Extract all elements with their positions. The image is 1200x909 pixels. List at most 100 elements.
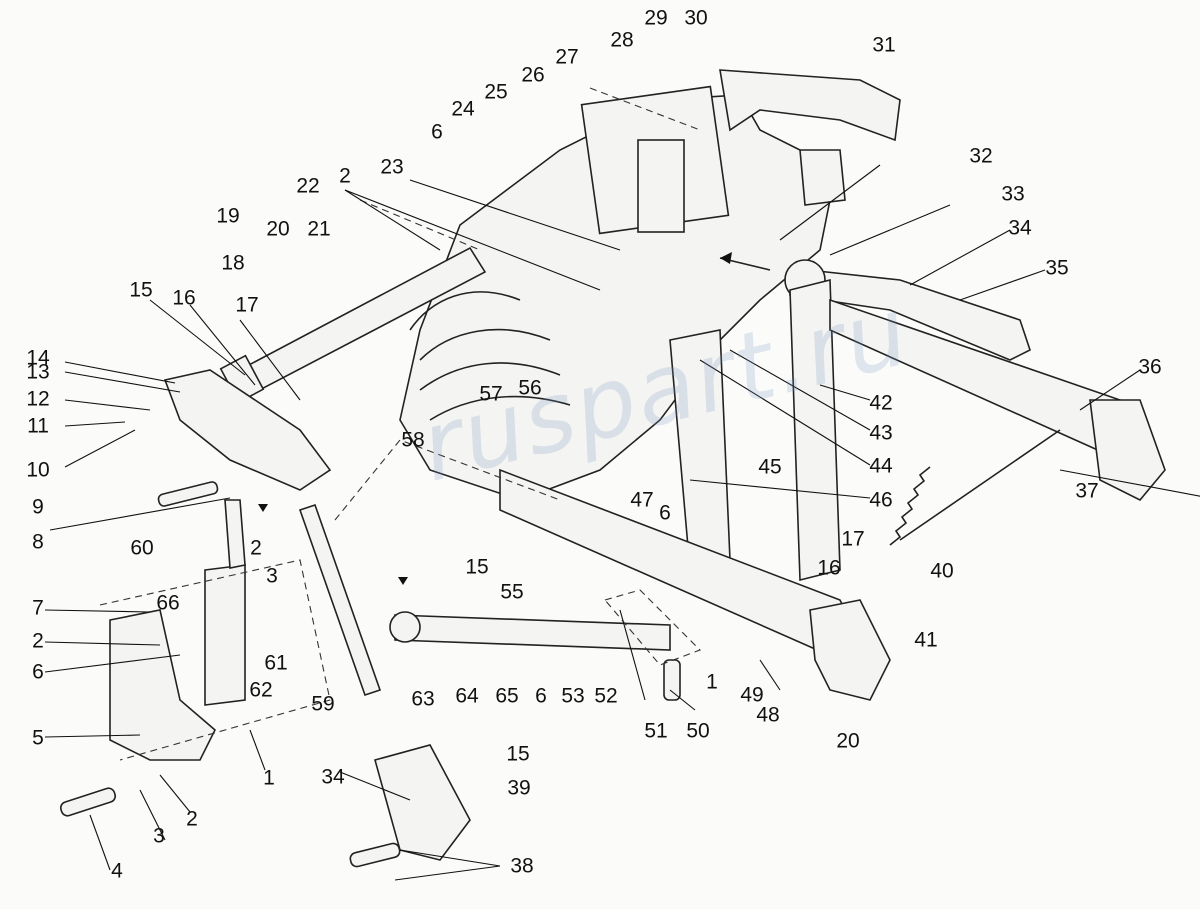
callout-l34b: 34: [321, 765, 345, 789]
callout-l48: 48: [756, 703, 780, 727]
callout-l56: 56: [518, 376, 542, 400]
pin-38: [349, 842, 401, 868]
callout-l6b: 6: [659, 501, 671, 525]
hook-end-right: [1089, 399, 1166, 501]
callout-l7: 7: [32, 596, 44, 620]
perforated-rail: [789, 278, 841, 582]
callout-l34a: 34: [1008, 216, 1032, 240]
callout-l6c: 6: [32, 660, 44, 684]
callout-l19: 19: [216, 204, 240, 228]
callout-l26: 26: [521, 63, 545, 87]
callout-l50: 50: [686, 719, 710, 743]
callout-l1a: 1: [706, 670, 718, 694]
callout-l3b: 3: [153, 824, 165, 848]
callout-l6d: 6: [535, 684, 547, 708]
callout-l64: 64: [455, 684, 479, 708]
callout-l32: 32: [969, 144, 993, 168]
callout-l2a: 2: [339, 164, 351, 188]
callout-l29: 29: [644, 6, 668, 30]
arrow-up-64: [398, 577, 408, 585]
callout-l17a: 17: [235, 293, 259, 317]
callout-l51: 51: [644, 719, 668, 743]
callout-l30: 30: [684, 6, 708, 30]
stabilizer-rod: [899, 429, 1061, 541]
callout-l61: 61: [264, 651, 288, 675]
callout-l20: 20: [266, 217, 290, 241]
callout-l35: 35: [1045, 256, 1069, 280]
callout-l39: 39: [507, 776, 531, 800]
callout-l8: 8: [32, 530, 44, 554]
callout-l10: 10: [26, 458, 50, 482]
link-eye: [389, 611, 421, 643]
pin-4: [59, 787, 117, 817]
callout-l55: 55: [500, 580, 524, 604]
callout-l2b: 2: [250, 536, 262, 560]
callout-l17b: 17: [841, 527, 865, 551]
callout-l1b: 1: [263, 766, 275, 790]
callout-l2d: 2: [186, 807, 198, 831]
callout-l2c: 2: [32, 629, 44, 653]
callout-l6a: 6: [431, 120, 443, 144]
callout-l46: 46: [869, 488, 893, 512]
callout-l13: 13: [26, 360, 50, 384]
leader-lines: [44, 164, 1200, 881]
arrow-head: [720, 252, 732, 264]
lift-rod-fork: [374, 744, 471, 861]
callout-l40: 40: [930, 559, 954, 583]
cover-plate: [637, 139, 685, 233]
pin-9: [157, 481, 219, 507]
callout-l62: 62: [249, 678, 273, 702]
callout-l59: 59: [311, 692, 335, 716]
callout-l16a: 16: [172, 286, 196, 310]
callout-l49: 49: [740, 683, 764, 707]
callout-l41: 41: [914, 628, 938, 652]
callout-l14: 14: [26, 346, 50, 370]
callout-l23: 23: [380, 155, 404, 179]
callout-l47: 47: [630, 488, 654, 512]
cylinder-rod: [224, 499, 246, 569]
callout-l27: 27: [555, 45, 579, 69]
vertical-lever: [799, 149, 846, 206]
callout-l44: 44: [869, 454, 893, 478]
callout-l57: 57: [479, 382, 503, 406]
callout-l4: 4: [111, 859, 123, 883]
upper-rocker-arm: [719, 69, 901, 142]
callout-l36: 36: [1138, 355, 1162, 379]
spring: [889, 466, 931, 546]
callout-l42: 42: [869, 391, 893, 415]
mounting-bracket: [109, 609, 216, 761]
callout-l28: 28: [610, 28, 634, 52]
turnbuckle-link: [394, 614, 671, 651]
housing-ribs: [409, 291, 571, 421]
callout-l33: 33: [1001, 182, 1025, 206]
callout-l66: 66: [156, 591, 180, 615]
callout-l52: 52: [594, 684, 618, 708]
callout-l3a: 3: [266, 564, 278, 588]
callout-l60: 60: [130, 536, 154, 560]
callout-l37: 37: [1075, 479, 1099, 503]
callout-l18: 18: [221, 251, 245, 275]
arrow-up-8: [258, 504, 268, 512]
callout-l58: 58: [401, 428, 425, 452]
callout-l43: 43: [869, 421, 893, 445]
callout-l15c: 15: [506, 742, 530, 766]
callout-l45: 45: [758, 455, 782, 479]
callout-l31: 31: [872, 33, 896, 57]
callout-l25: 25: [484, 80, 508, 104]
callout-l38: 38: [510, 854, 534, 878]
callout-l15b: 15: [465, 555, 489, 579]
hook-end-left: [809, 599, 891, 701]
callout-l65: 65: [495, 684, 519, 708]
hydraulic-cylinder: [204, 564, 246, 706]
callout-l63: 63: [411, 687, 435, 711]
lift-arm: [163, 369, 332, 491]
pin-50: [663, 659, 681, 701]
callout-l11: 11: [27, 414, 49, 438]
callout-l5: 5: [32, 726, 44, 750]
lift-rod: [298, 503, 382, 697]
callout-l24: 24: [451, 97, 475, 121]
callout-l22: 22: [296, 174, 320, 198]
callout-l12: 12: [26, 387, 50, 411]
